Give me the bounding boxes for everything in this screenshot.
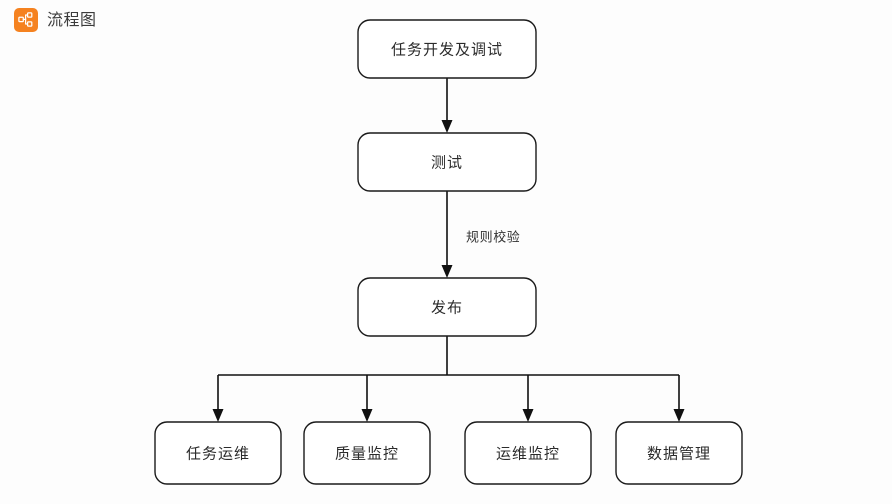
node-ops-monitor[interactable]: 运维监控 xyxy=(464,421,592,485)
page-title: 流程图 xyxy=(47,10,97,29)
edge-n2-n3: 规则校验 xyxy=(441,191,520,278)
node-label: 质量监控 xyxy=(335,445,399,463)
node-label: 运维监控 xyxy=(496,445,560,463)
node-task-dev-debug[interactable]: 任务开发及调试 xyxy=(357,19,537,79)
node-test[interactable]: 测试 xyxy=(357,132,537,192)
edge-n3-fanout xyxy=(212,336,685,422)
node-label: 测试 xyxy=(431,154,463,172)
node-data-management[interactable]: 数据管理 xyxy=(615,421,743,485)
app-header: 流程图 xyxy=(0,0,892,40)
node-label: 任务开发及调试 xyxy=(391,41,503,59)
edge-n1-n2 xyxy=(441,78,453,133)
node-task-ops[interactable]: 任务运维 xyxy=(154,421,282,485)
node-label: 发布 xyxy=(431,299,463,317)
node-label: 任务运维 xyxy=(186,445,250,463)
edge-label-rule-check: 规则校验 xyxy=(466,230,520,246)
node-label: 数据管理 xyxy=(647,445,711,463)
node-publish[interactable]: 发布 xyxy=(357,277,537,337)
node-quality-monitor[interactable]: 质量监控 xyxy=(303,421,431,485)
flowchart-icon xyxy=(14,8,38,32)
